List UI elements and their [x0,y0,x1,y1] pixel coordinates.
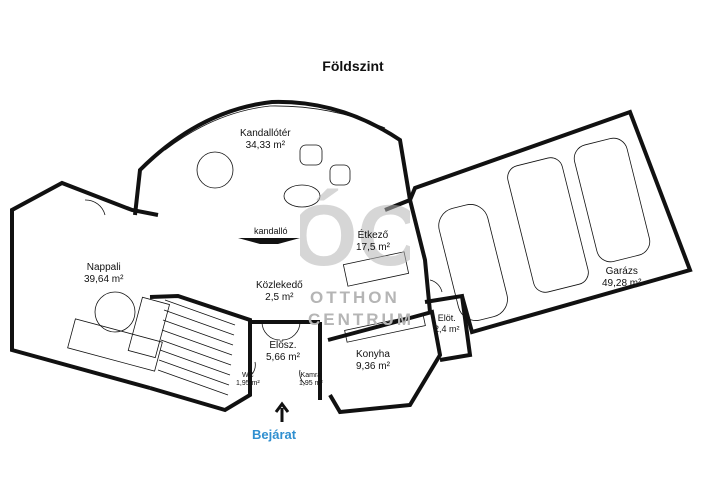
room-area: 34,33 m² [245,140,286,151]
living-rug [94,291,136,333]
armchair [196,151,234,189]
room-name: Konyha [356,349,390,360]
room-garazs: Garázs 49,28 m² [602,266,641,290]
room-area: 17,5 m² [356,242,390,253]
room-name: Elősz. [269,340,297,351]
sofa-side [127,296,171,359]
room-elot: Elöt. 2,4 m² [434,313,460,335]
kitchen-wall [327,309,443,415]
room-name: Kamra [300,372,322,379]
room-etkezo: Étkező 17,5 m² [356,230,390,254]
room-area: 49,28 m² [602,278,642,289]
room-name: WC [242,372,254,379]
room-kozlekedo: Közlekedő 2,5 m² [256,280,303,304]
car-2 [507,157,589,293]
watermark-logo: ÓC [300,188,410,284]
dining-wall [384,197,432,313]
room-area: 1,95 m² [236,380,260,388]
stair-treads [157,299,236,396]
room-name: Közlekedő [256,280,303,291]
entrance-arrow [274,401,290,422]
dining-table [342,251,410,287]
window-lines [164,105,386,151]
door-arcs [84,199,443,385]
stair-wall [149,293,252,413]
fireplace-symbol [238,238,300,244]
car-1 [438,204,508,321]
room-wc: WC 1,95 m² [236,372,260,389]
room-area: 2,5 m² [265,292,294,303]
room-nappali: Nappali 39,64 m² [84,262,123,286]
lounge-chair-1 [299,144,323,166]
hall-wall [424,293,473,362]
room-name: Nappali [86,262,121,273]
living-room-wall [10,180,159,390]
watermark-mark: ÓC [300,188,410,284]
room-area: 5,66 m² [266,352,300,363]
room-name: Garázs [605,266,638,277]
room-kamra: Kamra 1,95 m² [299,372,323,389]
kitchen-counter [344,313,426,343]
entrance-label: Bejárat [252,427,297,442]
room-name: Kandallótér [240,128,291,139]
room-area: 2,4 m² [434,323,460,334]
room-name: Étkező [357,230,389,241]
room-eloszoba: Elősz. 5,66 m² [266,340,300,364]
room-kandallo: Kandallótér 34,33 m² [240,128,291,152]
room-area: 9,36 m² [356,361,390,372]
fireplace-room-outer-wall [133,99,412,216]
garage-wall [408,109,693,335]
page-title: Földszint [322,58,384,74]
lounge-chair-2 [329,164,351,186]
room-area: 1,95 m² [299,380,323,388]
watermark-line2: CENTRUM [308,310,414,329]
room-name: Elöt. [437,313,456,323]
room-area: 39,64 m² [84,274,124,285]
sofa [67,318,163,372]
fireplace-label: kandalló [254,226,288,236]
coffee-table [283,184,321,208]
car-3 [573,137,651,263]
watermark-line1: OTTHON [310,288,400,307]
room-konyha: Konyha 9,36 m² [356,349,390,373]
